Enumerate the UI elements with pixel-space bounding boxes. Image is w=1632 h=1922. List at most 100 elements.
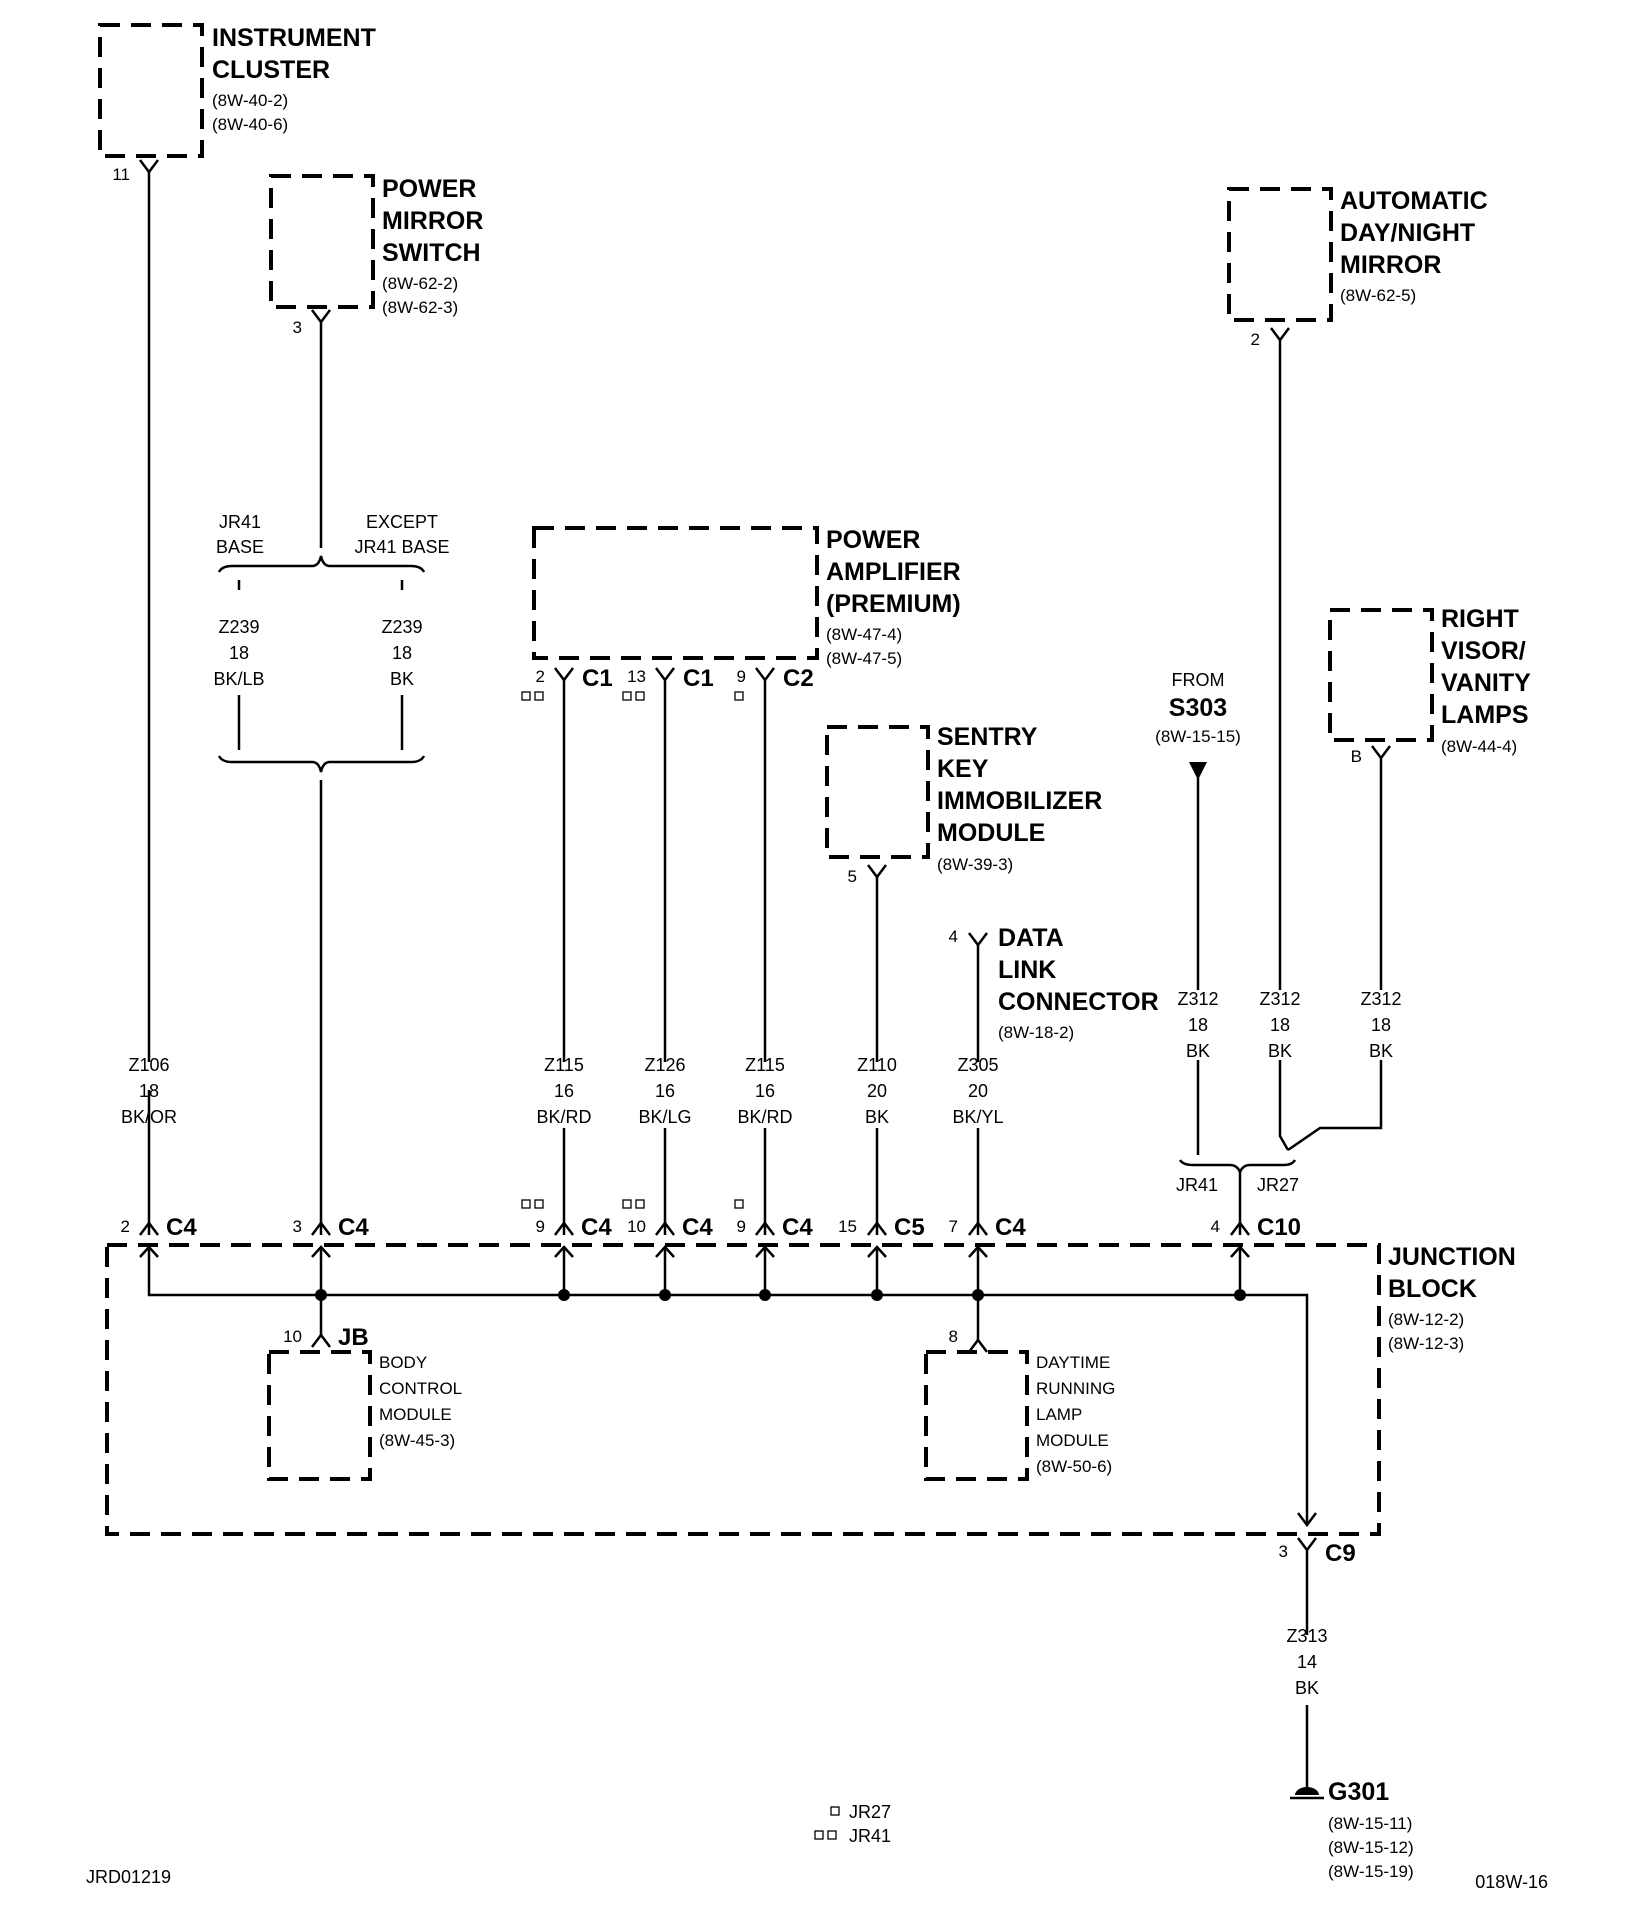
footer: JRD01219 018W-16: [86, 1867, 1548, 1892]
except-jr41-label-1: EXCEPT: [366, 512, 438, 532]
visor-lamps-ref-1: (8W-44-4): [1441, 737, 1517, 756]
conn-amp3: C2: [783, 665, 814, 692]
wire-label-z239-bk: Z239 18 BK: [381, 617, 422, 689]
pin-symbol: [968, 1220, 988, 1236]
drl-line-3: LAMP: [1036, 1405, 1082, 1424]
wire-code: Z126: [644, 1055, 685, 1075]
ground-ref-3: (8W-15-19): [1328, 1862, 1414, 1881]
wire-code: Z239: [218, 617, 259, 637]
wire-gauge: 16: [554, 1081, 574, 1101]
wire-gauge: 18: [139, 1081, 159, 1101]
sentry-key-title-2: KEY: [937, 755, 989, 783]
wire-label-z312-a: Z312 18 BK: [1177, 989, 1218, 1061]
splice-dot: [1234, 1289, 1246, 1301]
wire-gauge: 18: [1188, 1015, 1208, 1035]
wire-label-z126: Z126 16 BK/LG: [638, 1055, 691, 1127]
wire-z312-b: [1278, 340, 1290, 1151]
from-label: FROM: [1172, 670, 1225, 690]
data-link-title-2: LINK: [998, 956, 1056, 984]
wire-label-z115-a: Z115 16 BK/RD: [536, 1055, 591, 1127]
pin-symbol: [1297, 1512, 1317, 1528]
drl-line-5: (8W-50-6): [1036, 1457, 1112, 1476]
wire-code: Z115: [544, 1055, 584, 1075]
legend-jr27: JR27: [849, 1802, 891, 1822]
pin-amp2: 13: [627, 667, 646, 686]
splice-dot: [972, 1289, 984, 1301]
instrument-cluster-box: [98, 23, 204, 158]
wire-label-z312-b: Z312 18 BK: [1259, 989, 1300, 1061]
wire-gauge: 20: [968, 1081, 988, 1101]
pin-jb-c4-e: 9: [737, 1217, 746, 1236]
upper-variant-brace: [217, 555, 426, 573]
daytime-running-lamp-module: DAYTIME RUNNING LAMP MODULE (8W-50-6): [924, 1350, 1115, 1481]
jr27-label: JR27: [1257, 1175, 1299, 1195]
pin-symbol: [139, 1220, 159, 1236]
pin-dlc: 4: [949, 927, 958, 946]
body-control-line-1: BODY: [379, 1353, 427, 1372]
wire-color: BK/YL: [952, 1107, 1003, 1127]
ground-icon: [1295, 1787, 1319, 1795]
wire-code: Z115: [745, 1055, 785, 1075]
body-control-box: [267, 1350, 372, 1481]
splice-dot: [315, 1289, 327, 1301]
pin-symbol: [968, 932, 988, 948]
splice-dot: [871, 1289, 883, 1301]
legend-jr41-square-2: [827, 1830, 837, 1840]
pin-amp3: 9: [737, 667, 746, 686]
wire-color: BK: [1268, 1041, 1292, 1061]
power-amplifier-box: [532, 526, 819, 660]
pin-symbol: [311, 1220, 331, 1236]
ground-g301: G301 (8W-15-11) (8W-15-12) (8W-15-19): [1328, 1778, 1414, 1881]
sentry-key-title-4: MODULE: [937, 819, 1045, 847]
pin-drl: 8: [949, 1327, 958, 1346]
splice-dot: [558, 1289, 570, 1301]
jr41-tag: [622, 1199, 632, 1209]
pin-symbol: [1230, 1220, 1250, 1236]
conn-jb-c10: C10: [1257, 1214, 1301, 1241]
drl-line-2: RUNNING: [1036, 1379, 1115, 1398]
data-link-title-3: CONNECTOR: [998, 988, 1159, 1016]
pin-symbol: [554, 667, 574, 683]
drl-line-4: MODULE: [1036, 1431, 1109, 1450]
auto-mirror-title-1: AUTOMATIC: [1340, 187, 1488, 215]
conn-jb-c9: C9: [1325, 1540, 1356, 1567]
wire-label-z239-lb: Z239 18 BK/LB: [213, 617, 264, 689]
wire-labels: Z106 18 BK/OR Z239 18 BK/LB Z239 18 BK Z…: [121, 617, 1402, 1698]
ground-title: G301: [1328, 1778, 1389, 1806]
wires: [147, 172, 1383, 1785]
pin-symbol: [311, 1245, 331, 1258]
pin-jb-c9: 3: [1279, 1542, 1288, 1561]
instrument-cluster: INSTRUMENT CLUSTER (8W-40-2) (8W-40-6): [98, 23, 376, 158]
jr41-base-label-2: BASE: [216, 537, 264, 557]
data-link-title-1: DATA: [998, 924, 1064, 952]
splice-dot: [759, 1289, 771, 1301]
pin-symbol: [311, 309, 331, 325]
junction-block-title-2: BLOCK: [1388, 1275, 1477, 1303]
body-control-line-3: MODULE: [379, 1405, 452, 1424]
wire-gauge: 14: [1297, 1652, 1317, 1672]
pin-symbol: [655, 1245, 675, 1258]
wire-code: Z312: [1259, 989, 1300, 1009]
junction-block-title-1: JUNCTION: [1388, 1243, 1516, 1271]
jr41-tag: [521, 1199, 531, 1209]
pin-symbol: [867, 1245, 887, 1258]
body-control-line-4: (8W-45-3): [379, 1431, 455, 1450]
conn-bcm: JB: [338, 1324, 369, 1351]
data-link-ref-1: (8W-18-2): [998, 1023, 1074, 1042]
pin-jb-c4-d: 10: [627, 1217, 646, 1236]
power-amplifier-title-3: (PREMIUM): [826, 590, 961, 618]
conn-jb-c4-a: C4: [166, 1214, 197, 1241]
conn-jb-c4-b: C4: [338, 1214, 369, 1241]
jb-bus-drops: [562, 1248, 1242, 1295]
jr41-tag: [534, 1199, 544, 1209]
data-link-connector: DATA LINK CONNECTOR (8W-18-2): [998, 924, 1159, 1042]
instrument-cluster-title-2: CLUSTER: [212, 56, 330, 84]
pin-pms: 3: [293, 318, 302, 337]
pin-symbol: [755, 667, 775, 683]
pin-sentry: 5: [848, 867, 857, 886]
jb-internal-bus: [147, 1248, 1309, 1525]
junction-block: JUNCTION BLOCK (8W-12-2) (8W-12-3): [105, 1243, 1516, 1536]
jr41-tag: [521, 691, 531, 701]
conn-jb-c5: C5: [894, 1214, 925, 1241]
